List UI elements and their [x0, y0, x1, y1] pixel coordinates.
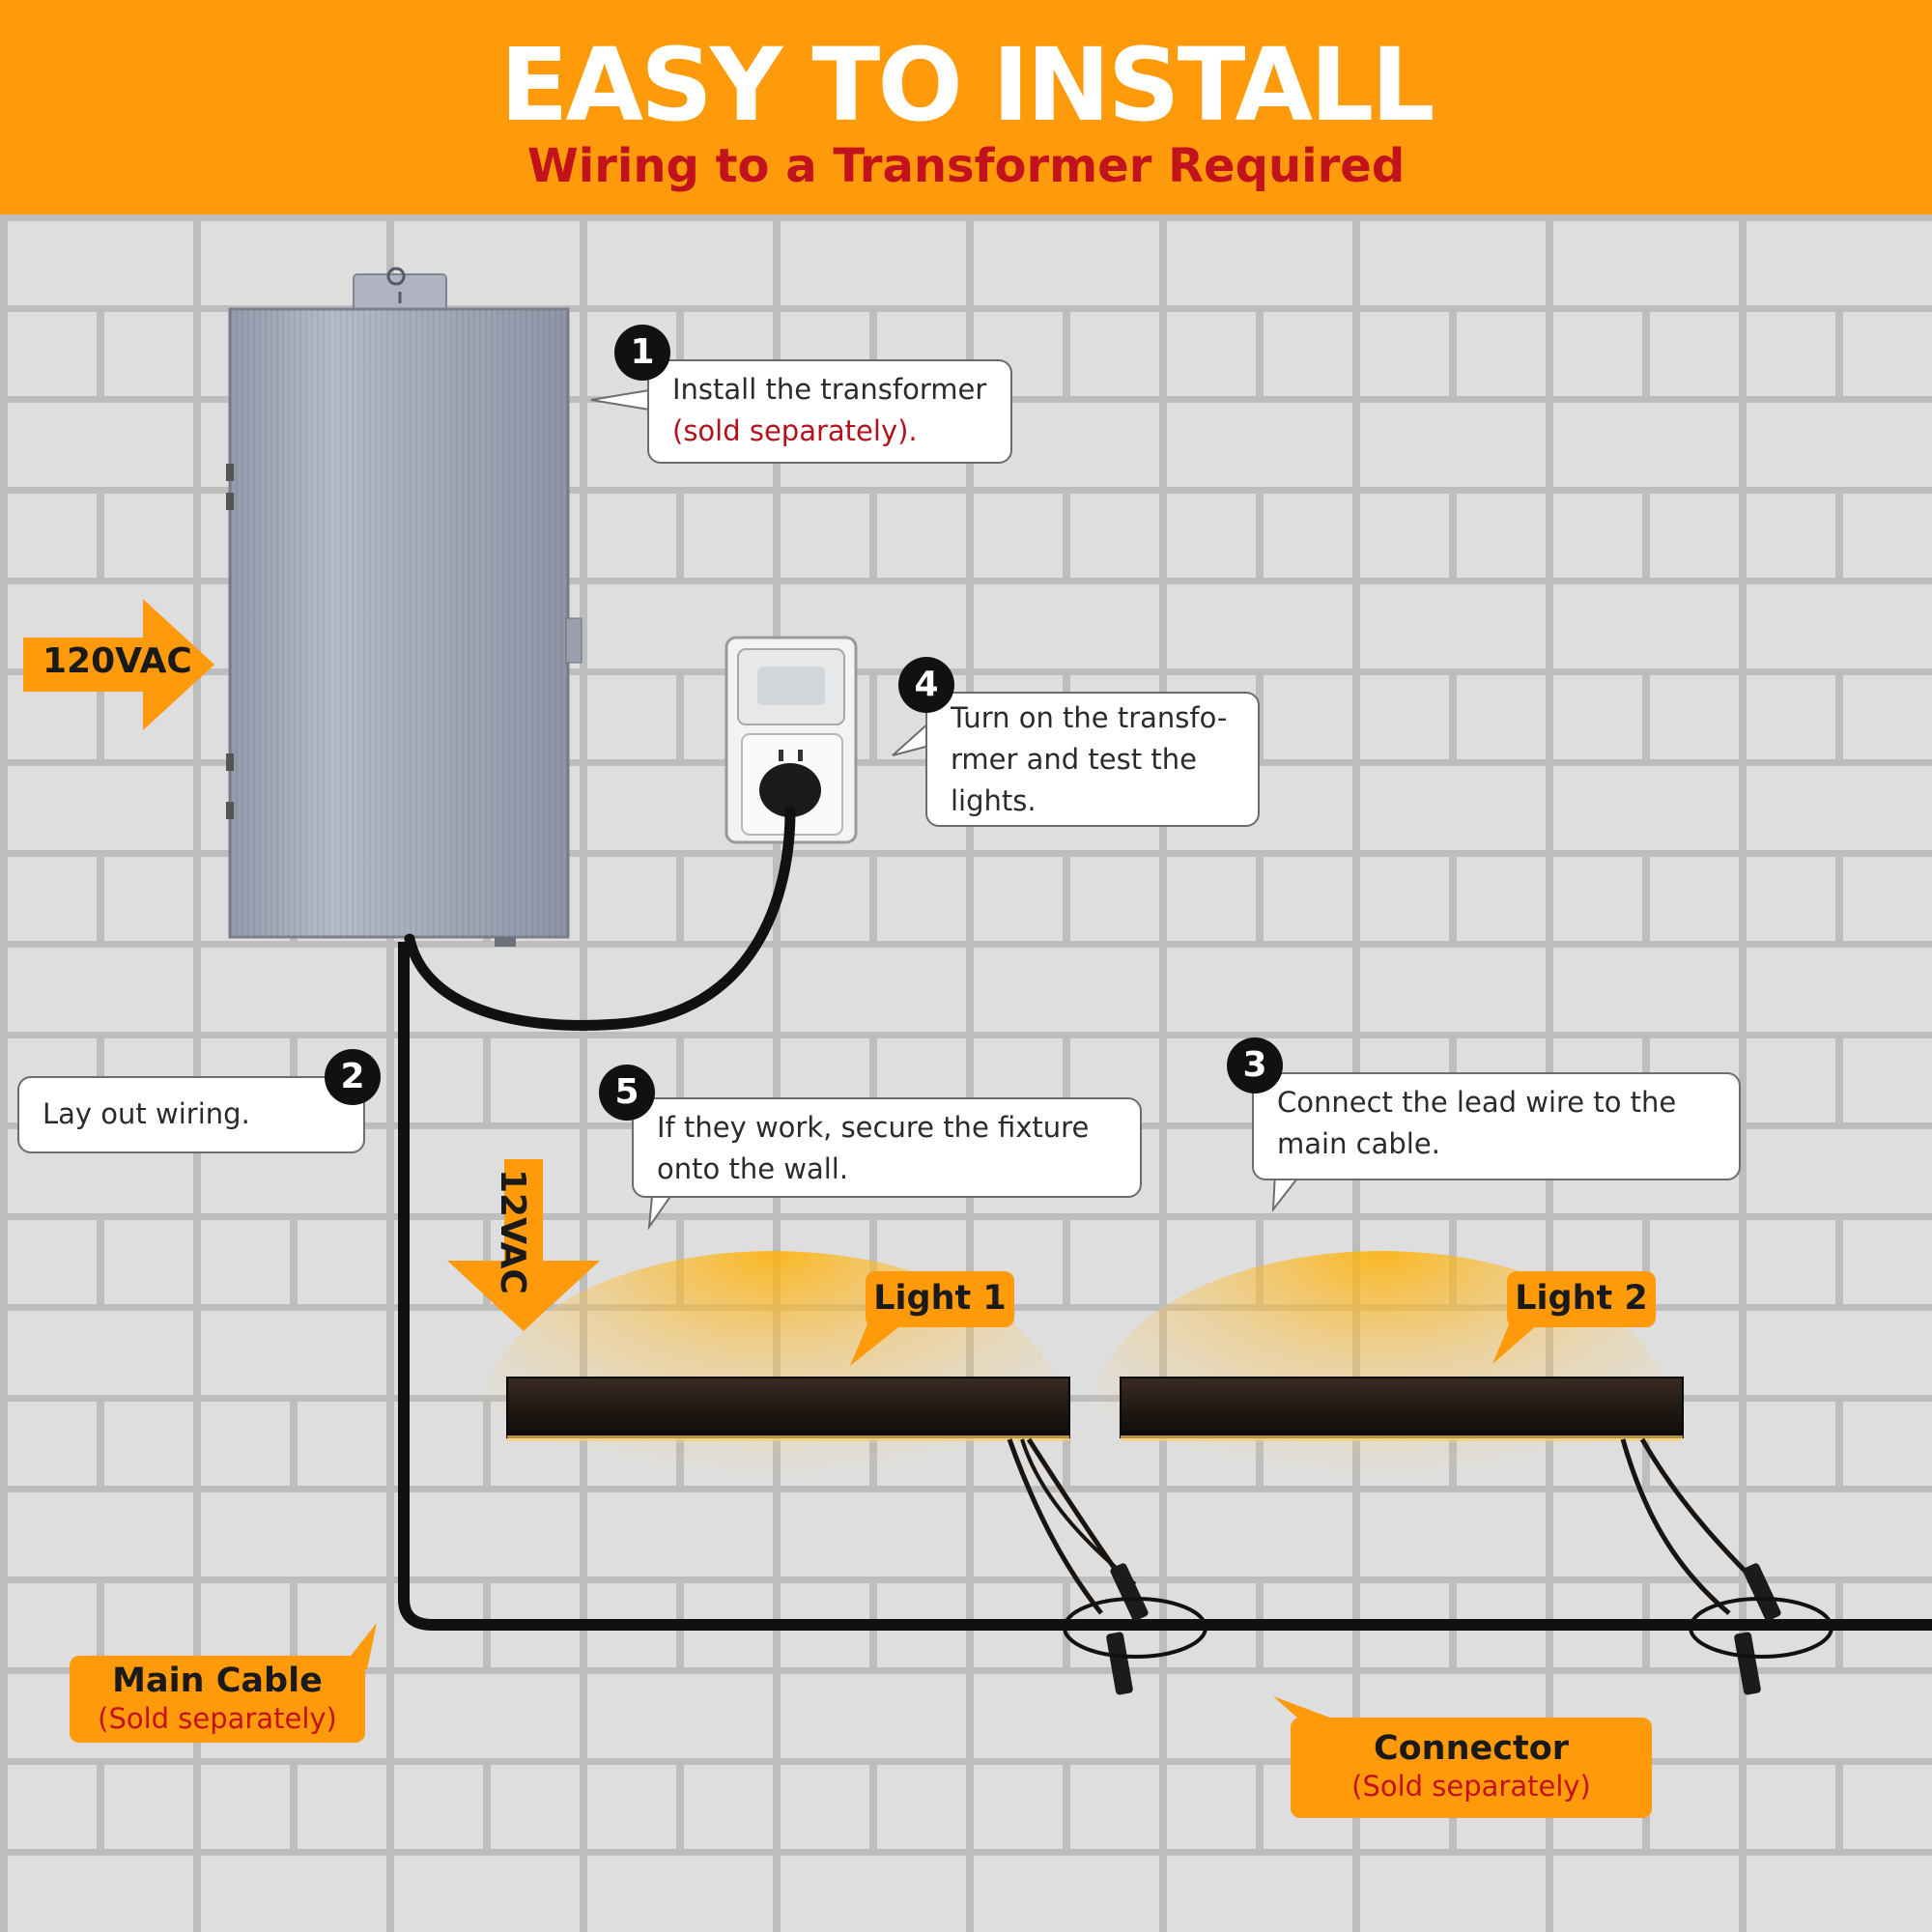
callout1-tail	[590, 388, 650, 412]
light2-lead-wire-a	[1620, 1438, 1731, 1615]
plug	[759, 763, 821, 817]
light2-label: Light 2	[1507, 1271, 1656, 1327]
output-voltage-label: 12VAC	[493, 1169, 532, 1294]
step3-text-line1: Connect the lead wire to the	[1277, 1086, 1677, 1119]
step4-badge: 4	[898, 657, 954, 713]
light1-label-tail	[850, 1320, 908, 1366]
mount-hole-icon	[386, 267, 406, 303]
step2-text: Lay out wiring.	[43, 1097, 250, 1130]
step1-text-line1: Install the transformer	[672, 373, 987, 406]
light2-label-text: Light 2	[1515, 1279, 1648, 1318]
header-banner: EASY TO INSTALL Wiring to a Transformer …	[0, 0, 1932, 214]
step2-badge: 2	[325, 1049, 381, 1105]
step4-text-line1: Turn on the transfo-	[951, 701, 1228, 734]
connector-2-highlight-ring	[1689, 1597, 1833, 1659]
step4-text-line2: rmer and test the	[951, 743, 1197, 776]
page-title: EASY TO INSTALL	[499, 26, 1435, 144]
connector-label-tail	[1273, 1696, 1335, 1719]
step1-callout: Install the transformer (sold separately…	[647, 359, 1012, 464]
main-cable-label: Main Cable (Sold separately)	[70, 1656, 365, 1743]
transformer	[226, 267, 582, 947]
page-subtitle: Wiring to a Transformer Required	[526, 139, 1406, 193]
input-voltage-arrow	[23, 599, 214, 730]
step4-callout: Turn on the transfo- rmer and test the l…	[925, 692, 1260, 827]
power-cord	[404, 806, 796, 1032]
step3-text-line2: main cable.	[1277, 1127, 1440, 1160]
connector-1-highlight-ring	[1063, 1597, 1208, 1659]
step5-text-line2: onto the wall.	[657, 1152, 849, 1185]
step5-text-line1: If they work, secure the fixture	[657, 1111, 1090, 1144]
step4-text-line3: lights.	[951, 784, 1037, 817]
main-cable	[398, 942, 1932, 1631]
input-voltage-label: 120VAC	[43, 641, 192, 681]
light1-label-text: Light 1	[873, 1279, 1007, 1318]
main-cable-label-text: Main Cable	[112, 1662, 323, 1700]
step2-callout: Lay out wiring.	[17, 1076, 365, 1153]
light2-label-tail	[1492, 1318, 1546, 1364]
transformer-brushed-texture	[230, 309, 568, 937]
step5-badge: 5	[599, 1065, 655, 1121]
light-fixture-2	[1120, 1377, 1684, 1441]
main-cable-label-note: (Sold separately)	[98, 1702, 337, 1735]
connector-label-note: (Sold separately)	[1351, 1770, 1591, 1803]
step3-badge: 3	[1227, 1037, 1283, 1094]
light1-lead-wire-a	[1007, 1438, 1103, 1615]
output-voltage-arrow	[447, 1159, 600, 1331]
connector-label-text: Connector	[1373, 1729, 1570, 1768]
step5-callout: If they work, secure the fixture onto th…	[632, 1097, 1142, 1198]
light-fixture-1	[506, 1377, 1070, 1441]
connector-2	[1689, 1563, 1833, 1695]
callout4-tail	[892, 720, 930, 756]
connector-label: Connector (Sold separately)	[1291, 1718, 1652, 1818]
step3-callout: Connect the lead wire to the main cable.	[1252, 1072, 1741, 1180]
light1-label: Light 1	[866, 1271, 1014, 1327]
step1-badge: 1	[614, 325, 670, 381]
connector-1	[1063, 1563, 1208, 1695]
step1-text-line2: (sold separately).	[672, 414, 918, 447]
